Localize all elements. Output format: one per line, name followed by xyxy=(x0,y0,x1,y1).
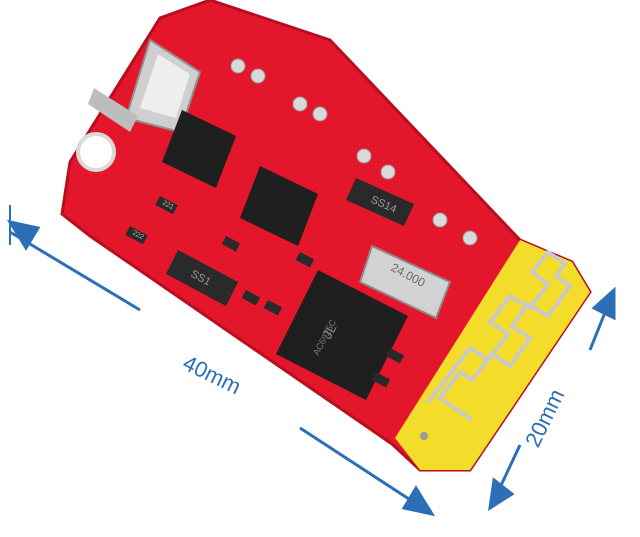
smd-components: 221 222 xyxy=(125,195,405,388)
length-dimension-arrow xyxy=(6,205,436,517)
usb-connector xyxy=(88,38,202,134)
width-dimension-arrow xyxy=(488,286,616,512)
amp-chip-1 xyxy=(162,110,236,188)
diode-3: SS1 xyxy=(166,250,238,306)
solder-pads xyxy=(230,58,478,246)
diode-1: SS14 xyxy=(346,178,414,226)
mounting-hole xyxy=(76,132,116,172)
bt-chip: JL AC6925C xyxy=(276,270,408,400)
amp-chip-2 xyxy=(240,166,318,246)
chip-logo: JL xyxy=(319,321,340,342)
resistor-2-marking: 222 xyxy=(131,230,145,242)
resistor-1-marking: 221 xyxy=(161,200,175,212)
antenna-trace xyxy=(426,249,573,422)
